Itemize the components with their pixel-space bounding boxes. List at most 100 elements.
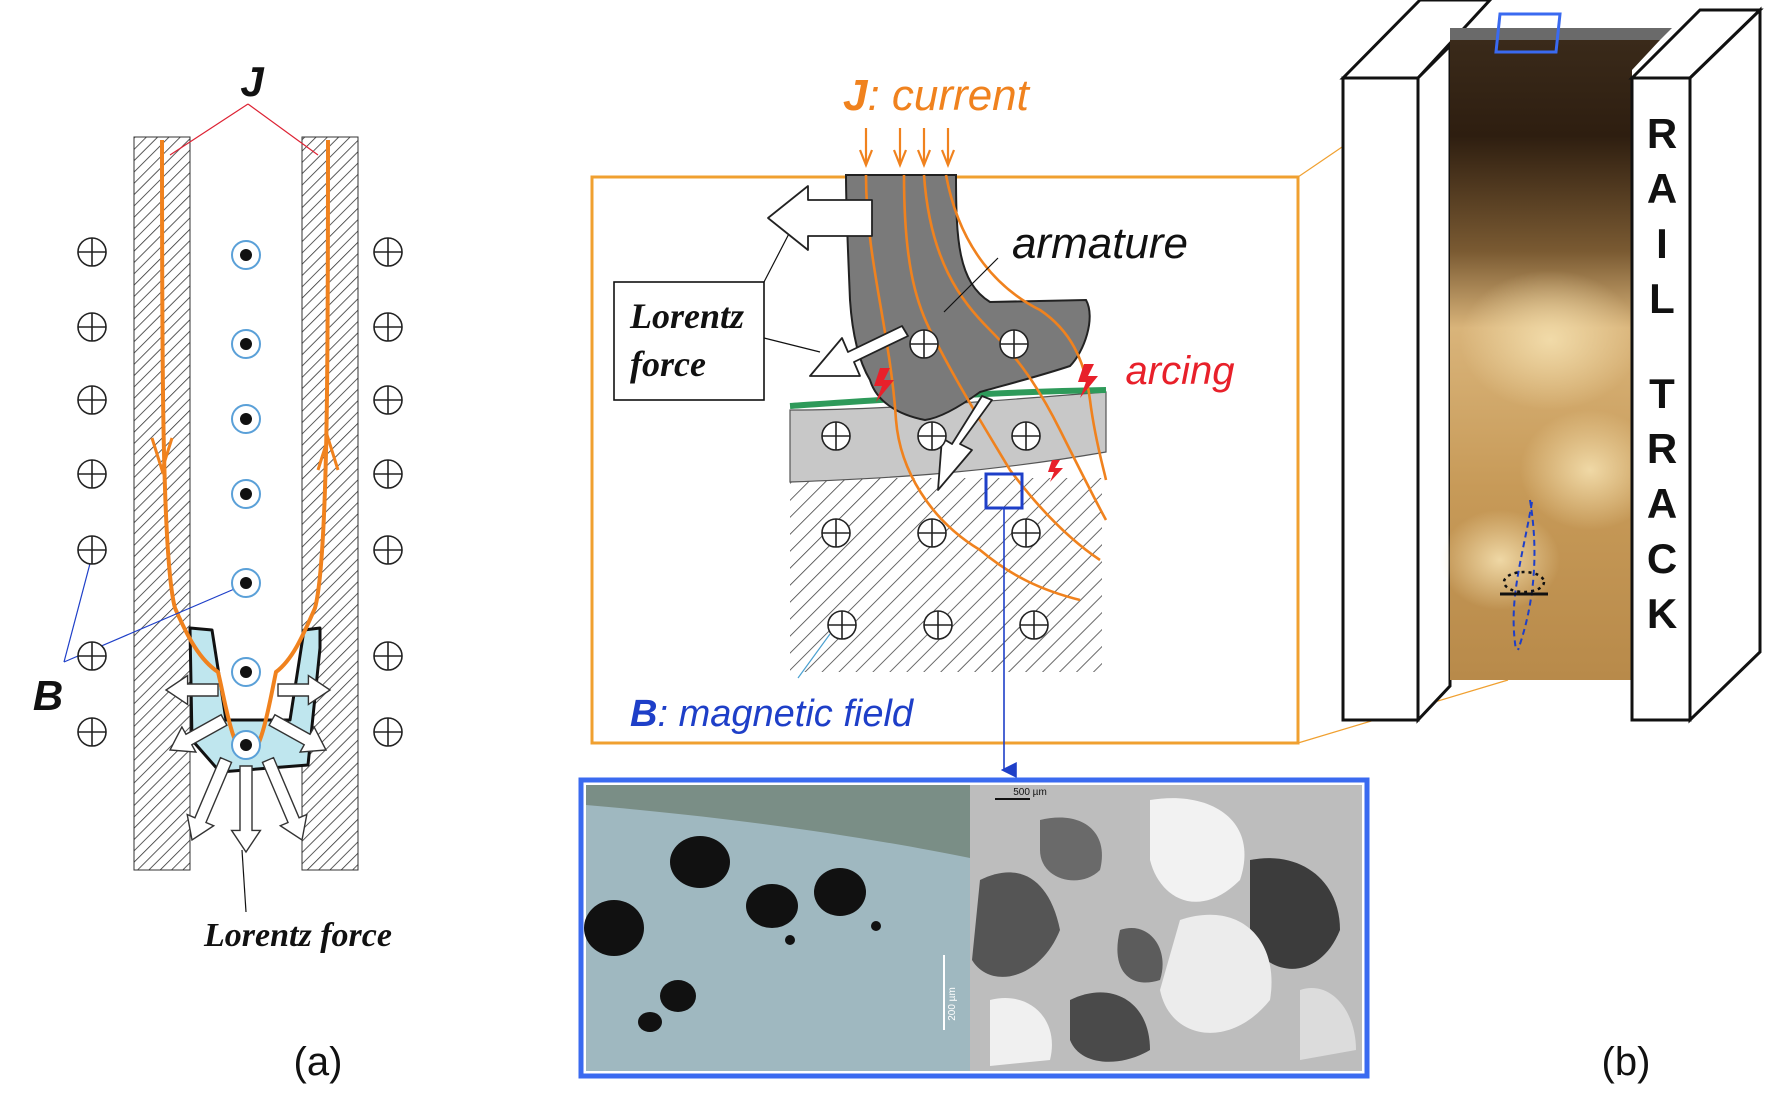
sample-box-panel-b	[1494, 12, 1562, 54]
rail-track-letter: C	[1647, 535, 1677, 582]
field-into-page-icon	[77, 641, 107, 671]
field-into-page-icon	[373, 459, 403, 489]
field-into-page-icon	[1011, 518, 1041, 548]
damage-marks	[1512, 499, 1536, 651]
field-out-of-page-symbols	[231, 240, 261, 760]
force-arrow-icon	[261, 756, 308, 842]
micrograph-particles	[584, 836, 881, 1032]
label-b-a: B	[33, 672, 63, 719]
field-into-page-icon	[821, 518, 851, 548]
micrograph-frame	[578, 777, 1370, 1079]
field-out-of-page-icon	[231, 730, 261, 760]
current-arrow-left	[150, 437, 174, 476]
liner-layer	[789, 391, 1107, 483]
panel-a: J B Lorentz force (a)	[33, 58, 403, 1084]
field-into-page-icon	[77, 237, 107, 267]
right-rail-side	[1688, 6, 1762, 724]
field-into-page-icon	[923, 610, 953, 640]
left-rail-top	[1339, 0, 1493, 80]
rail-track-letter: R	[1647, 425, 1677, 472]
field-into-page-icon	[77, 459, 107, 489]
field-out-of-page-icon	[231, 657, 261, 687]
lorentz-box-line1: Lorentz	[629, 296, 744, 336]
armature-pointer	[943, 257, 999, 313]
b-pointer-detail	[797, 633, 831, 679]
micrograph-panel: 200 µm 500 µm	[578, 777, 1370, 1079]
scale-label-left: 200 µm	[947, 987, 958, 1021]
field-into-page-icon	[373, 717, 403, 747]
rail-track-letter: R	[1647, 110, 1677, 157]
damage-spot	[1502, 570, 1546, 594]
caption-a: (a)	[294, 1040, 343, 1084]
field-into-page-icon	[917, 421, 947, 451]
field-into-page-icon	[373, 535, 403, 565]
force-arrow-icon	[268, 713, 328, 753]
rail-substrate	[790, 478, 1102, 672]
label-field-detail: B: magnetic field	[630, 693, 915, 735]
rail-track-letter: A	[1647, 165, 1677, 212]
field-out-of-page-icon	[231, 240, 261, 270]
micrograph-grains	[970, 785, 1362, 1071]
j-pointer-left	[169, 103, 249, 156]
field-into-page-icon	[909, 329, 939, 359]
lorentz-pointer-2	[763, 337, 821, 353]
current-lines-detail	[864, 174, 1108, 602]
field-into-page-icon	[1019, 610, 1049, 640]
field-out-of-page-icon	[231, 329, 261, 359]
lorentz-force-arrows-a	[164, 674, 332, 854]
arcing-sparks	[874, 364, 1098, 482]
label-current-detail: J: current	[843, 71, 1031, 120]
rail-track-letter: A	[1647, 480, 1677, 527]
label-arcing: arcing	[1126, 349, 1235, 393]
field-into-page-icon	[999, 329, 1029, 359]
field-into-page-icon	[821, 421, 851, 451]
field-into-page-icon	[373, 641, 403, 671]
detail-inset: J: current armature arcing Lorentz force	[590, 33, 1509, 778]
force-arrow-icon	[277, 674, 332, 706]
rail-track-letter: T	[1649, 370, 1675, 417]
texture-highlight-1	[1460, 270, 1640, 410]
rail-track-letter: I	[1656, 220, 1668, 267]
field-into-page-icon	[77, 385, 107, 415]
field-into-page-icon	[373, 312, 403, 342]
scale-label-right: 500 µm	[1013, 787, 1047, 798]
lorentz-force-box	[613, 281, 765, 401]
rail-track-letter: K	[1647, 590, 1677, 637]
current-arrows-top	[858, 128, 956, 168]
force-arrow-icon	[230, 765, 262, 854]
field-into-page-icon	[917, 518, 947, 548]
micrograph-top-region	[586, 785, 970, 858]
field-into-page-icon	[77, 717, 107, 747]
force-pointer-a	[241, 849, 247, 913]
left-rail-block	[1341, 76, 1420, 722]
field-out-of-page-icon	[231, 568, 261, 598]
field-into-page-icon	[373, 385, 403, 415]
field-into-page-symbols	[77, 237, 403, 747]
texture-highlight-2	[1520, 410, 1660, 530]
j-pointer-right	[247, 103, 319, 156]
field-into-page-icon	[373, 237, 403, 267]
lorentz-box-line2: force	[630, 344, 706, 384]
b-pointer-1	[63, 555, 93, 663]
texture-highlight-3	[1440, 510, 1560, 610]
field-symbols-detail	[821, 329, 1049, 640]
current-path-left	[160, 139, 250, 760]
left-rail-side	[1416, 42, 1452, 724]
label-armature: armature	[1012, 219, 1188, 268]
label-lorentz-force-a: Lorentz force	[203, 917, 392, 954]
field-into-page-icon	[827, 610, 857, 640]
current-path-right	[246, 139, 330, 760]
current-arrow-right	[316, 432, 340, 471]
field-out-of-page-icon	[231, 479, 261, 509]
field-out-of-page-icon	[231, 404, 261, 434]
field-into-page-icon	[1011, 421, 1041, 451]
rail-track-letter: L	[1649, 275, 1675, 322]
force-arrow-icon	[164, 674, 219, 706]
force-arrow-icon	[186, 756, 233, 842]
label-j-a: J	[240, 58, 265, 105]
field-into-page-icon	[77, 535, 107, 565]
caption-b: (b)	[1602, 1040, 1651, 1084]
